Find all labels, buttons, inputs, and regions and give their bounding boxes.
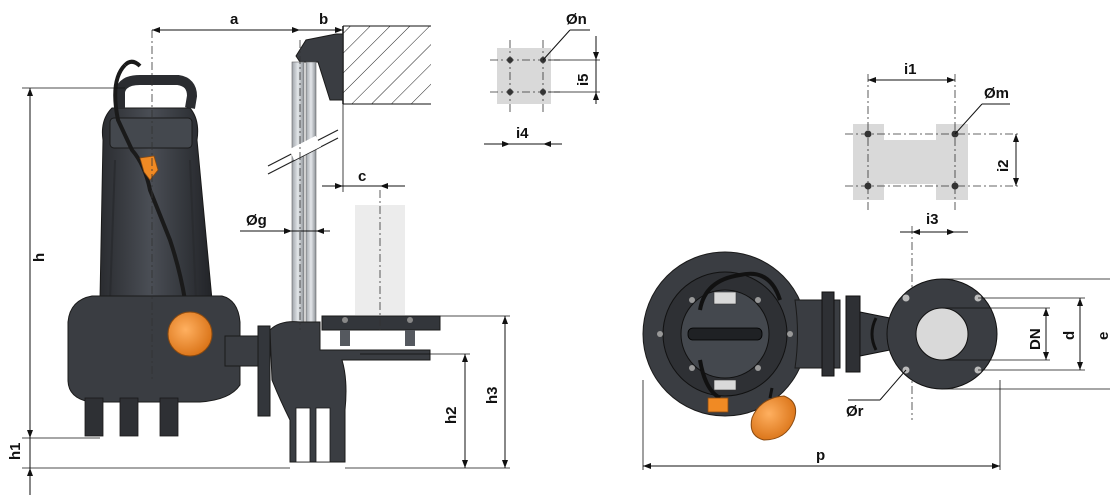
dim-b-arrow: [335, 27, 343, 33]
pump-foot-2: [119, 397, 139, 437]
dim-h3-arrow-bottom: [502, 460, 508, 468]
label-i2: i2: [995, 159, 1012, 172]
flange-bolt-1: [342, 317, 348, 323]
label-d: d: [1061, 331, 1078, 340]
pump-fin-1: [109, 159, 116, 301]
pump-fin-2: [189, 159, 197, 301]
top-cable-1: [698, 271, 782, 311]
base-flange-bore: [915, 307, 969, 361]
dim-m-leader: [954, 103, 983, 135]
top-cable-2: [698, 359, 722, 400]
label-m: Øm: [984, 85, 1009, 102]
top-orange-float-icon: [750, 395, 797, 441]
label-e: e: [1095, 332, 1110, 340]
label-i1: i1: [904, 61, 917, 78]
flange-stud-1: [340, 330, 350, 346]
label-n: Øn: [566, 11, 587, 28]
label-i4: i4: [516, 125, 529, 142]
pump-foot-1: [84, 397, 104, 437]
base-window-2: [315, 407, 331, 463]
break-line-2: [267, 137, 339, 175]
label-h1: h1: [7, 442, 24, 460]
discharge-flange: [321, 315, 441, 331]
orange-float-switch-icon: [167, 311, 213, 357]
dim-h2-arrow-top: [462, 354, 468, 362]
bracket-hole-4: [540, 89, 546, 95]
label-h: h: [31, 253, 48, 262]
base-hole-template: i1 Øm i2 i3: [845, 61, 1020, 420]
pump-foot-3: [159, 397, 179, 437]
bracket-hole-1: [507, 57, 513, 63]
flange-hole-1: [902, 294, 910, 302]
label-i5: i5: [575, 73, 592, 86]
pump-handle: [115, 75, 198, 109]
base-hole-3: [864, 182, 872, 190]
dim-h1-arrow: [27, 468, 33, 476]
dim-r-leader: [879, 369, 907, 401]
base-hole-4: [951, 182, 959, 190]
label-p: p: [816, 447, 825, 464]
dim-n-leader: [542, 29, 571, 61]
base-window-1: [295, 407, 311, 463]
label-i3: i3: [926, 211, 939, 228]
label-a: a: [230, 11, 239, 28]
dim-h-arrow-bottom: [27, 430, 33, 438]
top-outlet-flange-1: [821, 291, 835, 377]
dim-a-arrow-left: [152, 27, 160, 33]
guide-rail-right: [305, 61, 317, 325]
dim-g-arrow-left: [284, 228, 292, 234]
dim-h3-arrow-top: [502, 316, 508, 324]
power-cable-top: [123, 59, 142, 68]
label-h3: h3: [484, 386, 501, 404]
label-DN: DN: [1027, 328, 1044, 350]
dim-a-arrow-right: [292, 27, 300, 33]
pump-top-label: [713, 291, 737, 305]
cable-clamp-icon: [139, 155, 159, 181]
dim-h2-arrow-bottom: [462, 460, 468, 468]
side-view: a b c Øg h h1 h2: [7, 11, 510, 495]
pump-top-handle: [687, 327, 763, 341]
label-c: c: [358, 168, 366, 185]
pump-volute: [67, 295, 241, 403]
base-plate-outline: [853, 124, 968, 200]
pump-outlet-flange: [257, 325, 271, 417]
flange-stud-2: [405, 330, 415, 346]
label-b: b: [319, 11, 328, 28]
wall-hatch-icon: [343, 26, 431, 104]
dim-g-arrow-right: [316, 228, 324, 234]
base-hole-1: [864, 130, 872, 138]
bracket-hole-template: Øn i5 i4: [484, 11, 600, 147]
flange-bolt-2: [407, 317, 413, 323]
dim-h-arrow-top: [27, 88, 33, 96]
top-cable-clamp-icon: [707, 397, 729, 413]
label-g: Øg: [246, 212, 267, 229]
dim-c-arrow-right: [380, 183, 388, 189]
guide-rail-left: [291, 61, 305, 325]
top-outlet-flange-2: [845, 295, 861, 373]
pump-top-cap: [109, 117, 193, 149]
bracket-hole-3: [507, 89, 513, 95]
break-gap: [288, 135, 322, 161]
dim-c-arrow-left: [335, 183, 343, 189]
label-h2: h2: [443, 406, 460, 424]
top-view: DN d e Ør p: [642, 251, 1110, 470]
label-r: Ør: [846, 403, 864, 420]
